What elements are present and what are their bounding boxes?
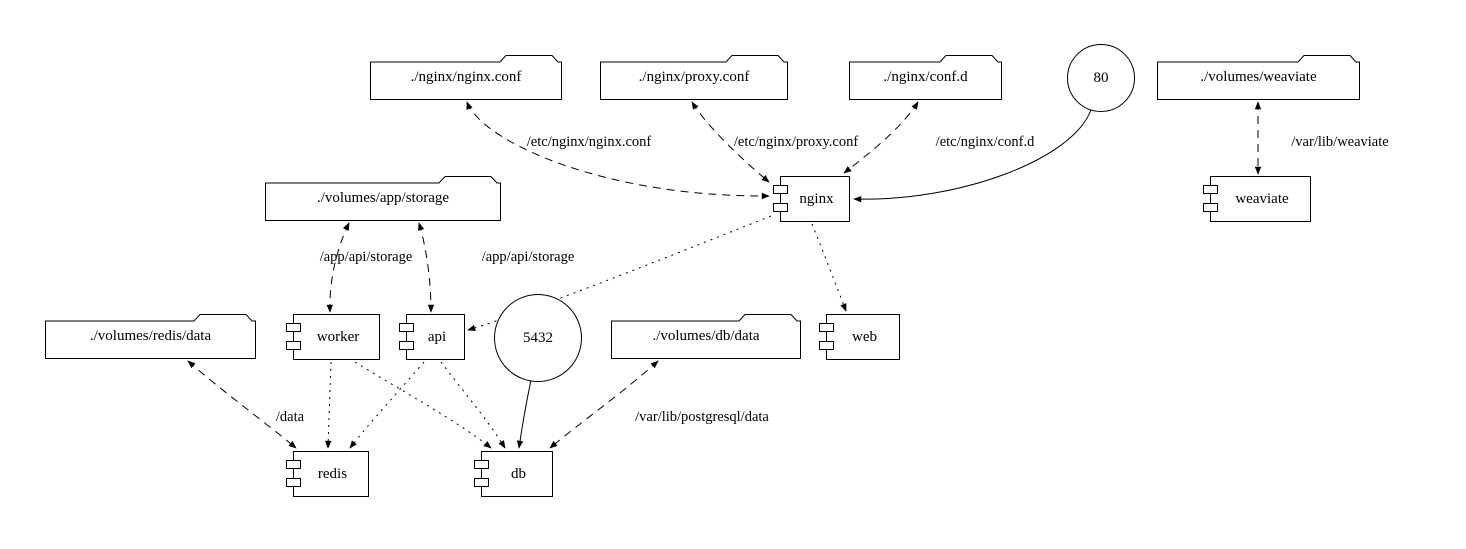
edge-port80-nginx <box>853 109 1092 203</box>
volume-app-storage: ./volumes/app/storage <box>265 176 501 221</box>
edge-label-api-storage-mount: /app/api/storage <box>481 248 575 265</box>
edge-label-weaviate-mount: /var/lib/weaviate <box>1291 133 1389 150</box>
volume-proxy-conf: ./nginx/proxy.conf <box>600 55 788 100</box>
volume-weaviate: ./volumes/weaviate <box>1157 55 1360 100</box>
edge-db-volume <box>549 360 659 449</box>
edge-api-redis <box>349 361 425 449</box>
service-web: web <box>819 314 900 360</box>
edge-label-redis-mount: /data <box>275 408 305 425</box>
port-5432: 5432 <box>494 294 582 382</box>
port-label: 5432 <box>523 329 553 346</box>
edge-label-nginx-conf-mount: /etc/nginx/nginx.conf <box>526 133 652 150</box>
volume-conf-d: ./nginx/conf.d <box>849 55 1002 100</box>
volume-label: ./volumes/db/data <box>652 328 760 344</box>
port-label: 80 <box>1093 69 1109 86</box>
edge-api-db <box>440 361 506 449</box>
folder-icon <box>611 314 801 359</box>
edge-label-conf-d-mount: /etc/nginx/conf.d <box>935 133 1035 150</box>
volume-label: ./nginx/conf.d <box>883 69 968 85</box>
folder-icon <box>1157 55 1360 100</box>
edge-nginx-web <box>811 223 847 312</box>
component-icon <box>474 451 553 497</box>
service-api: api <box>399 314 465 360</box>
edge-label-worker-storage-mount: /app/api/storage <box>319 248 413 265</box>
service-label: web <box>852 328 877 345</box>
edge-worker-app-storage <box>326 222 350 313</box>
folder-icon <box>265 176 501 221</box>
component-icon <box>773 176 850 222</box>
edge-worker-redis <box>325 361 332 449</box>
service-label: worker <box>316 328 360 345</box>
service-label: redis <box>317 465 348 482</box>
volume-label: ./volumes/app/storage <box>316 190 450 206</box>
service-label: nginx <box>799 190 834 207</box>
folder-icon <box>600 55 788 100</box>
volume-label: ./nginx/proxy.conf <box>638 69 750 85</box>
edge-label-db-mount: /var/lib/postgresql/data <box>635 408 769 425</box>
service-label: api <box>427 328 447 345</box>
folder-icon <box>370 55 562 100</box>
edge-port5432-db <box>516 379 532 449</box>
service-label: db <box>511 465 526 482</box>
volume-redis-data: ./volumes/redis/data <box>45 314 256 359</box>
service-redis: redis <box>286 451 369 497</box>
service-label: weaviate <box>1235 190 1289 207</box>
folder-icon <box>45 314 256 359</box>
volume-nginx-conf: ./nginx/nginx.conf <box>370 55 562 100</box>
edge-api-app-storage <box>417 222 435 313</box>
folder-icon <box>849 55 1002 100</box>
edge-worker-db <box>354 361 492 449</box>
component-icon <box>286 314 380 360</box>
port-80: 80 <box>1067 44 1135 112</box>
volume-label: ./nginx/nginx.conf <box>410 69 522 85</box>
component-icon <box>399 314 465 360</box>
service-worker: worker <box>286 314 380 360</box>
component-icon <box>819 314 900 360</box>
component-icon <box>1203 176 1311 222</box>
volume-label: ./volumes/redis/data <box>89 328 212 344</box>
service-nginx: nginx <box>773 176 850 222</box>
edge-redis-volume <box>187 360 297 449</box>
component-icon <box>286 451 369 497</box>
edge-label-proxy-conf-mount: /etc/nginx/proxy.conf <box>733 133 859 150</box>
volume-label: ./volumes/weaviate <box>1200 69 1317 85</box>
volume-db-data: ./volumes/db/data <box>611 314 801 359</box>
service-weaviate: weaviate <box>1203 176 1311 222</box>
service-db: db <box>474 451 553 497</box>
